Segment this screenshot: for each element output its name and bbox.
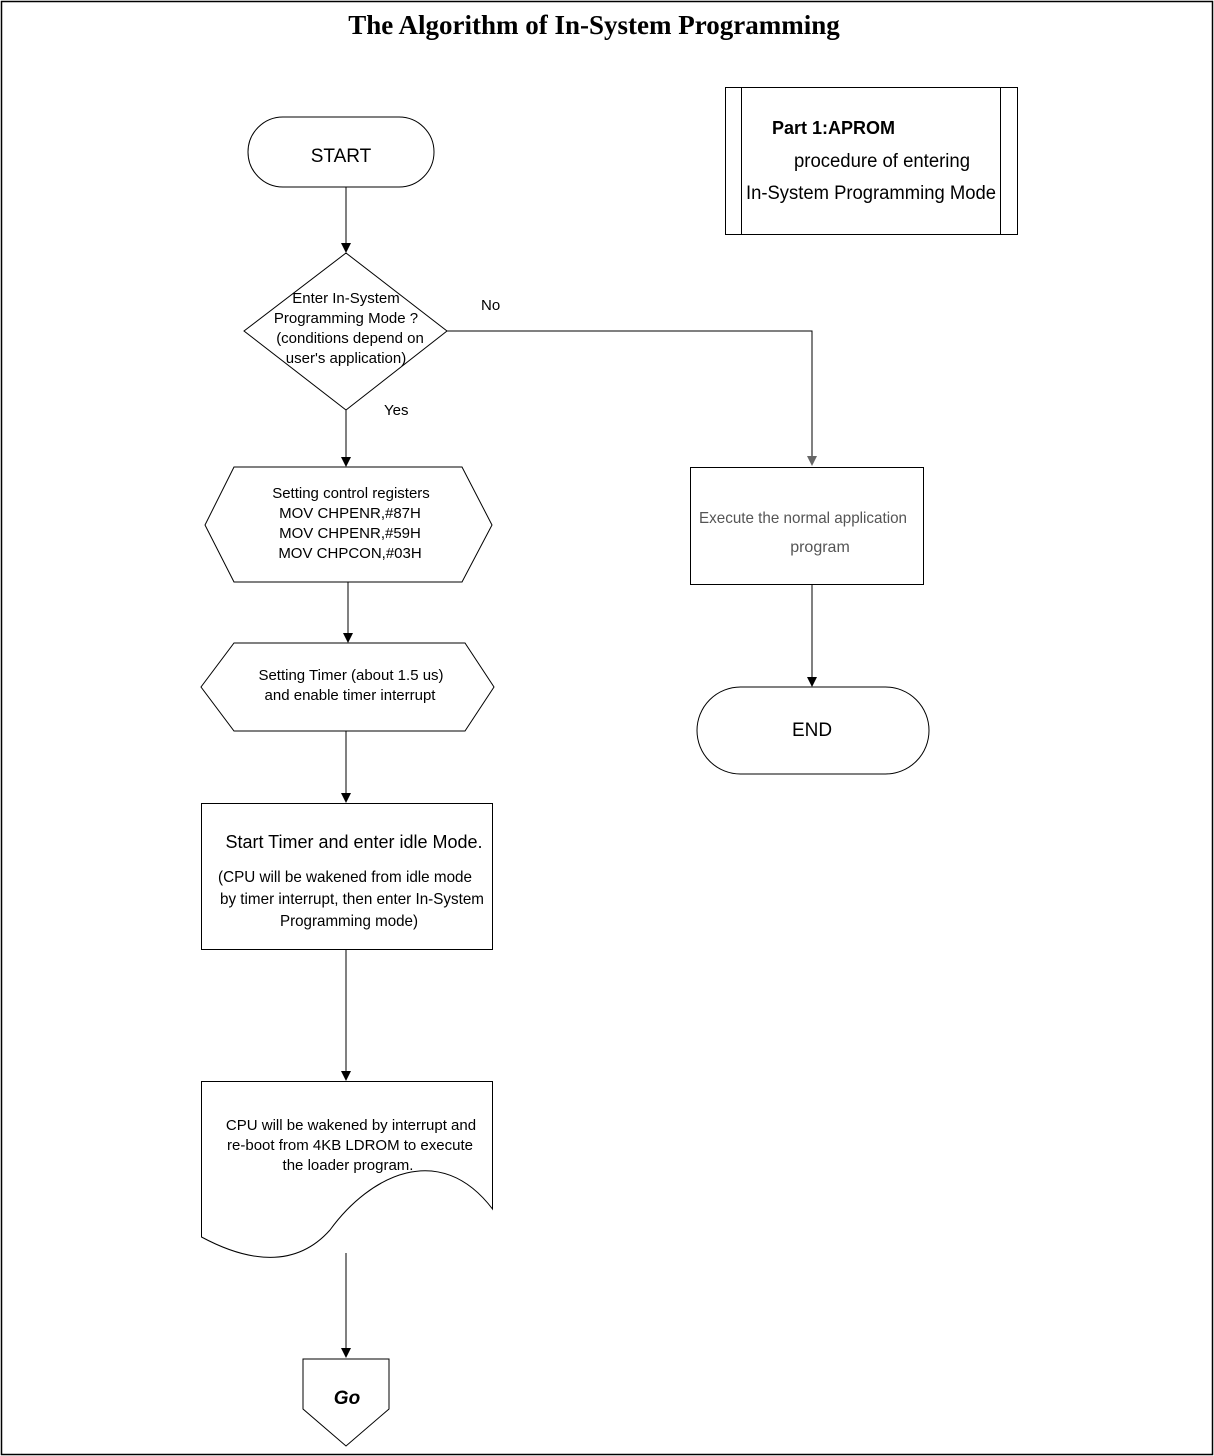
part-label-box: Part 1:APROM procedure of entering In-Sy…: [725, 87, 1018, 235]
end-terminator: END: [696, 686, 930, 775]
timer-line-2: and enable timer interrupt: [265, 687, 437, 704]
document-line-2: re-boot from 4KB LDROM to execute: [227, 1137, 473, 1154]
idle-line-1: (CPU will be wakened from idle mode: [218, 869, 472, 886]
part-line-2: In-System Programming Mode: [746, 183, 996, 204]
idle-line-3: Programming mode): [280, 913, 418, 930]
decision-line-4: user's application): [286, 350, 406, 367]
registers-line-4: MOV CHPCON,#03H: [278, 545, 421, 562]
normal-line-2: program: [790, 539, 850, 556]
idle-line-2: by timer interrupt, then enter In-System: [220, 891, 484, 908]
registers-line-2: MOV CHPENR,#87H: [279, 505, 421, 522]
start-terminator: START: [247, 116, 435, 188]
part-heading: Part 1:APROM: [772, 118, 895, 138]
yes-label: Yes: [384, 402, 408, 419]
reboot-document: CPU will be wakened by interrupt and re-…: [201, 1081, 493, 1258]
decision-line-3: (conditions depend on: [276, 330, 424, 347]
decision-line-1: Enter In-System: [292, 290, 400, 307]
part-line-1: procedure of entering: [794, 151, 970, 172]
document-line-1: CPU will be wakened by interrupt and: [226, 1117, 476, 1134]
idle-mode-step: Start Timer and enter idle Mode. (CPU wi…: [201, 803, 493, 950]
idle-heading: Start Timer and enter idle Mode.: [225, 832, 482, 852]
decision-diamond: Enter In-System Programming Mode ? (cond…: [243, 252, 448, 411]
document-line-3: the loader program.: [283, 1157, 414, 1174]
connector-no-branch: [447, 330, 817, 466]
diagram-title: The Algorithm of In-System Programming: [348, 10, 840, 40]
end-label: END: [792, 720, 832, 741]
go-connector: Go: [302, 1358, 390, 1447]
go-label: Go: [334, 1388, 360, 1409]
start-label: START: [311, 146, 372, 167]
registers-line-1: Setting control registers: [272, 485, 430, 502]
registers-step: Setting control registers MOV CHPENR,#87…: [204, 466, 493, 583]
decision-line-2: Programming Mode ?: [274, 310, 418, 327]
registers-line-3: MOV CHPENR,#59H: [279, 525, 421, 542]
normal-application-step: Execute the normal application program: [690, 467, 924, 585]
normal-line-1: Execute the normal application: [699, 510, 907, 527]
timer-step: Setting Timer (about 1.5 us) and enable …: [200, 642, 495, 732]
timer-line-1: Setting Timer (about 1.5 us): [258, 667, 443, 684]
no-label: No: [481, 297, 500, 314]
